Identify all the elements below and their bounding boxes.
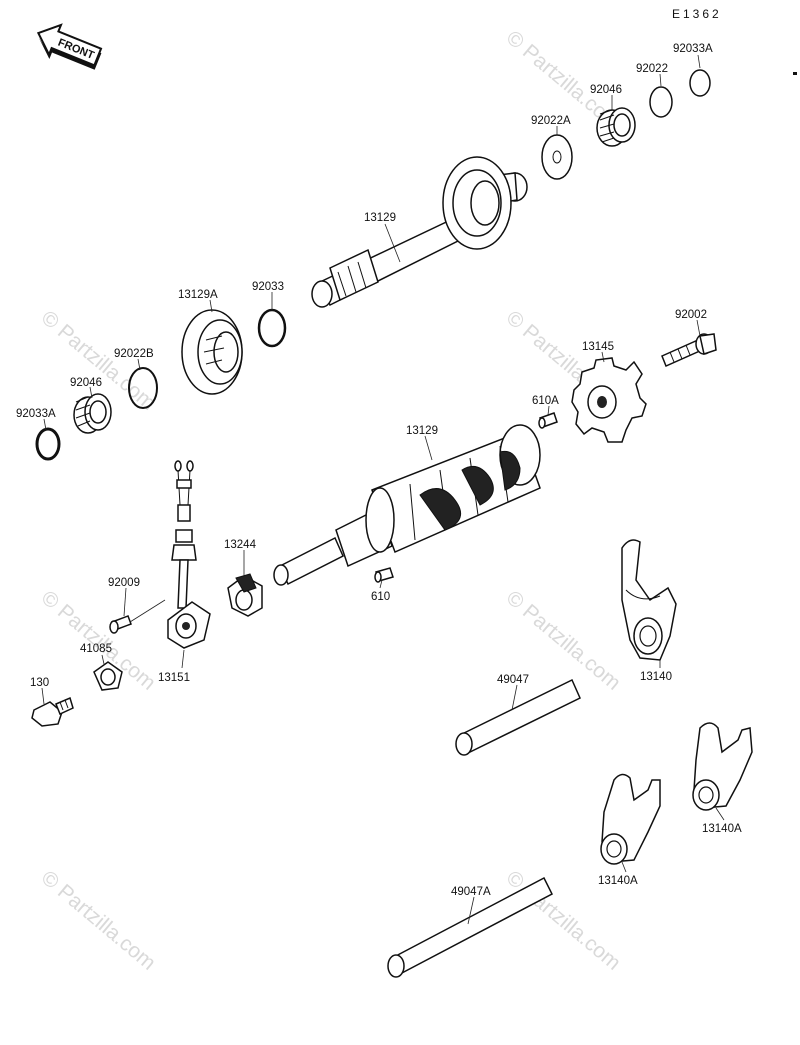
part-label[interactable]: 92033A: [673, 43, 713, 55]
shift-fork-13140a-mid: [600, 773, 661, 865]
shift-fork-13140a-right: [692, 722, 753, 811]
washer-92022b: [128, 367, 158, 409]
part-label[interactable]: 92022B: [114, 348, 154, 360]
shift-rod-49047: [455, 678, 581, 756]
part-label[interactable]: 610A: [532, 395, 559, 407]
shift-drum-cam-13145: [571, 357, 647, 443]
neutral-switch-13151: [167, 460, 211, 649]
part-label[interactable]: 92033A: [16, 408, 56, 420]
part-label[interactable]: 92002: [675, 309, 707, 321]
part-label[interactable]: 13145: [582, 341, 614, 353]
circlip-92033a-left: [35, 427, 61, 461]
pin-610: [374, 567, 394, 583]
front-arrow: FRONT: [36, 23, 103, 70]
watermark: © Partzilla.com: [37, 866, 160, 975]
leader-lines: [41, 54, 725, 925]
part-label[interactable]: 13129: [364, 212, 396, 224]
circlip-92033: [257, 308, 287, 348]
shift-drum-13129: [273, 424, 541, 586]
screw-92009: [109, 615, 132, 634]
part-label[interactable]: 13140A: [598, 875, 638, 887]
part-label[interactable]: 13151: [158, 672, 190, 684]
part-label[interactable]: 92009: [108, 577, 140, 589]
part-label[interactable]: 41085: [80, 643, 112, 655]
cam-plate-13244: [227, 573, 263, 617]
gear-13129a: [181, 309, 243, 395]
bolt-92002: [661, 333, 717, 368]
shaft-13129-upper: [311, 156, 528, 308]
part-label[interactable]: 92022A: [531, 115, 571, 127]
part-label[interactable]: 13244: [224, 539, 257, 551]
shift-rod-49047a: [387, 876, 553, 978]
part-label[interactable]: 13140A: [702, 823, 742, 835]
shift-fork-13140: [621, 539, 677, 661]
plug-130: [31, 696, 74, 727]
watermark-layer: © Partzilla.com © Partzilla.com © Partzi…: [37, 26, 625, 975]
edge-mark: [793, 72, 797, 75]
part-label[interactable]: 92046: [70, 377, 102, 389]
part-label[interactable]: 92033: [252, 281, 284, 293]
part-label[interactable]: 13129A: [178, 289, 218, 301]
part-label[interactable]: 610: [371, 591, 390, 603]
washer-92022a: [541, 134, 573, 180]
part-labels: 92033A 92022 92046 92022A 13129 13129A 9…: [16, 43, 742, 898]
circlip-92033a-top: [689, 69, 711, 97]
washer-41085: [93, 661, 123, 691]
part-label[interactable]: 92046: [590, 84, 622, 96]
part-label[interactable]: 130: [30, 677, 49, 689]
washer-92022-top: [649, 86, 673, 118]
part-label[interactable]: 49047A: [451, 886, 491, 898]
part-label[interactable]: 13129: [406, 425, 438, 437]
needle-bearing-92046-left: [73, 393, 112, 434]
needle-bearing-92046-top: [596, 107, 636, 147]
part-label[interactable]: 49047: [497, 674, 529, 686]
part-label[interactable]: 92022: [636, 63, 668, 75]
part-label[interactable]: 13140: [640, 671, 672, 683]
diagram-code: E1362: [672, 7, 722, 21]
pin-610a: [538, 412, 558, 429]
